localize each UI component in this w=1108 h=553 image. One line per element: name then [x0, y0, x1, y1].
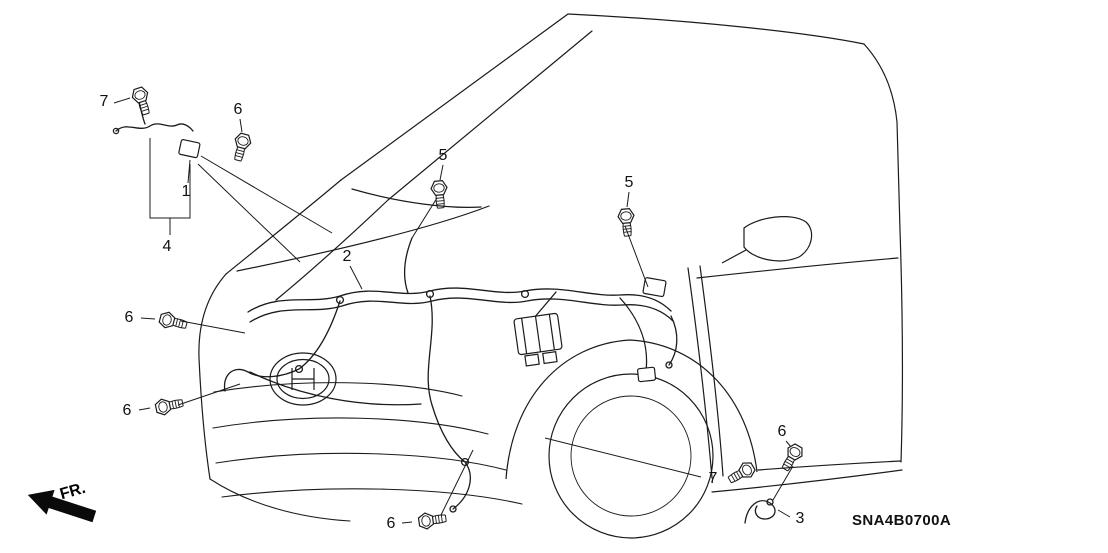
- callout-number: 7: [99, 93, 109, 110]
- callout-number: 6: [122, 402, 132, 419]
- callout-number: 3: [795, 510, 805, 527]
- fr-direction-arrow: [27, 489, 97, 523]
- front-grille: [209, 382, 523, 522]
- bolt-icon: [725, 458, 758, 488]
- callout-number: 6: [233, 101, 243, 118]
- fuse-box: [513, 312, 563, 367]
- bolt-icon: [129, 85, 155, 118]
- side-mirror: [721, 216, 813, 264]
- callout-number: 6: [777, 423, 787, 440]
- callout-number: 5: [438, 147, 448, 164]
- callout-number: 5: [624, 174, 634, 191]
- callout-number: 6: [124, 309, 134, 326]
- bolt-icon: [153, 394, 185, 417]
- callout-number: 2: [342, 248, 352, 265]
- honda-logo: [269, 352, 337, 406]
- clamp-part: [112, 95, 194, 135]
- bolt-icon: [417, 509, 448, 531]
- front-wheel: [505, 339, 758, 539]
- wiring-harness: [223, 237, 678, 513]
- bolt-icon: [616, 207, 637, 238]
- callout-number: 6: [386, 515, 396, 532]
- diagram-code: SNA4B0700A: [852, 512, 952, 529]
- callout-number: 7: [708, 470, 718, 487]
- callout-number: 4: [162, 238, 172, 255]
- bolt-icon: [229, 131, 254, 163]
- grommet-part: [744, 498, 776, 524]
- car-body-outline: [198, 13, 903, 493]
- harness-connectors: [178, 139, 667, 383]
- callout-number: 1: [181, 183, 191, 200]
